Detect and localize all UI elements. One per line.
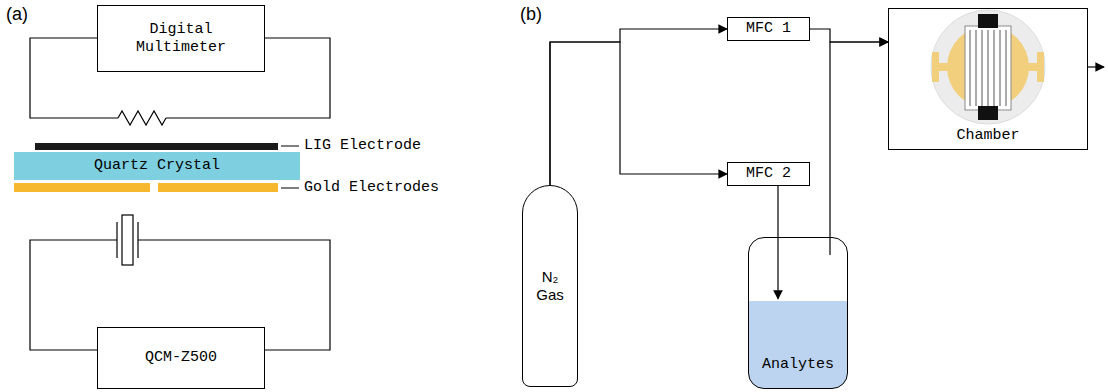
crystal-plate xyxy=(116,222,117,258)
part-label: Gold Electrodes xyxy=(304,179,439,197)
node-text: QCM-Z500 xyxy=(145,349,217,367)
gold-electrode xyxy=(14,183,150,192)
electrode-finger xyxy=(1006,30,1007,106)
chamber-box: Chamber xyxy=(888,8,1088,150)
part-label: LIG Electrode xyxy=(304,137,421,155)
instrument-box: QCM-Z500 xyxy=(97,327,265,389)
node-text: MFC 1 xyxy=(746,20,791,38)
crystal-symbol xyxy=(122,215,133,265)
electrode-finger xyxy=(994,30,995,106)
instrument-box: Digital Multimeter xyxy=(97,5,265,72)
sensor-illustration xyxy=(931,10,1045,124)
electrode-finger xyxy=(988,30,989,106)
flow-line xyxy=(810,29,888,42)
node-text: N₂ Gas xyxy=(533,268,567,304)
quartz-crystal: Quartz Crystal xyxy=(14,152,300,180)
electrode-finger xyxy=(982,30,983,106)
node-text: Digital Multimeter xyxy=(131,21,231,57)
flow-controller-box: MFC 2 xyxy=(727,162,810,186)
electrode-finger xyxy=(1000,30,1001,106)
flow-line xyxy=(550,29,727,185)
electrode-finger xyxy=(976,30,977,106)
panel-label: (a) xyxy=(6,4,28,26)
flow-controller-box: MFC 1 xyxy=(727,17,810,41)
panel-label: (b) xyxy=(520,4,542,26)
resistor-symbol xyxy=(118,111,166,125)
node-text: MFC 2 xyxy=(746,165,791,183)
outlet-arrow xyxy=(1088,66,1104,67)
gas-cylinder: N₂ Gas xyxy=(522,185,578,387)
leader-line xyxy=(281,146,299,147)
analyte-bottle: Analytes xyxy=(748,237,848,389)
node-text: Analytes xyxy=(762,356,834,374)
electrode-finger xyxy=(970,30,971,106)
gold-electrode xyxy=(158,183,278,192)
node-text: Quartz Crystal xyxy=(94,157,220,175)
node-text: Chamber xyxy=(956,127,1019,145)
leader-line xyxy=(281,188,299,189)
flow-line xyxy=(830,42,888,255)
lig-electrode xyxy=(35,143,278,150)
flow-line xyxy=(550,42,727,185)
